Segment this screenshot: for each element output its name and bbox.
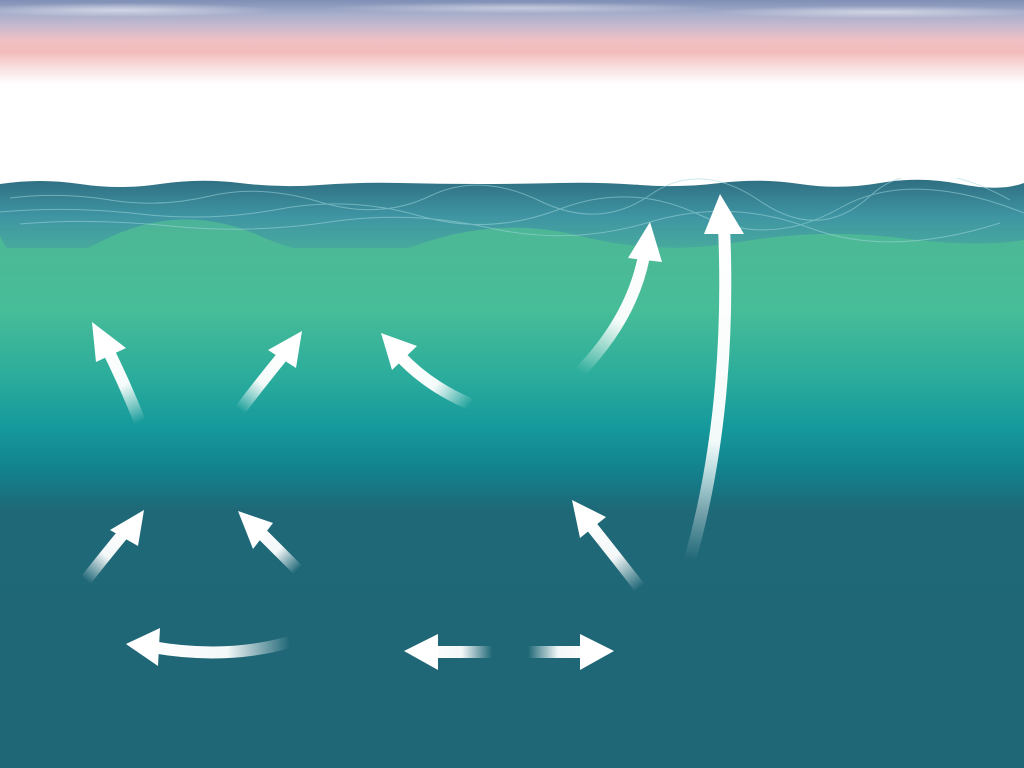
sea-surface-waves [0, 178, 1024, 248]
arrow-up-right-lower [81, 510, 144, 584]
arrow-left-bottom-center [404, 634, 492, 670]
sea-water-column [0, 190, 1024, 768]
arrow-curve-left-upper [381, 333, 473, 410]
arrow-curve-left-bottom [126, 628, 292, 666]
arrow-up-left-deep-right [572, 500, 645, 592]
arrow-up-left-upper [92, 322, 146, 425]
arrow-right-bottom-center [528, 634, 614, 670]
sky [0, 0, 1024, 190]
arrow-long-up-to-surface-2 [684, 194, 744, 562]
arrow-up-left-lower [238, 511, 303, 575]
arrow-curve-up-to-surface-1 [575, 222, 662, 377]
arrow-up-right-upper [235, 331, 302, 414]
clouds [0, 0, 1024, 30]
